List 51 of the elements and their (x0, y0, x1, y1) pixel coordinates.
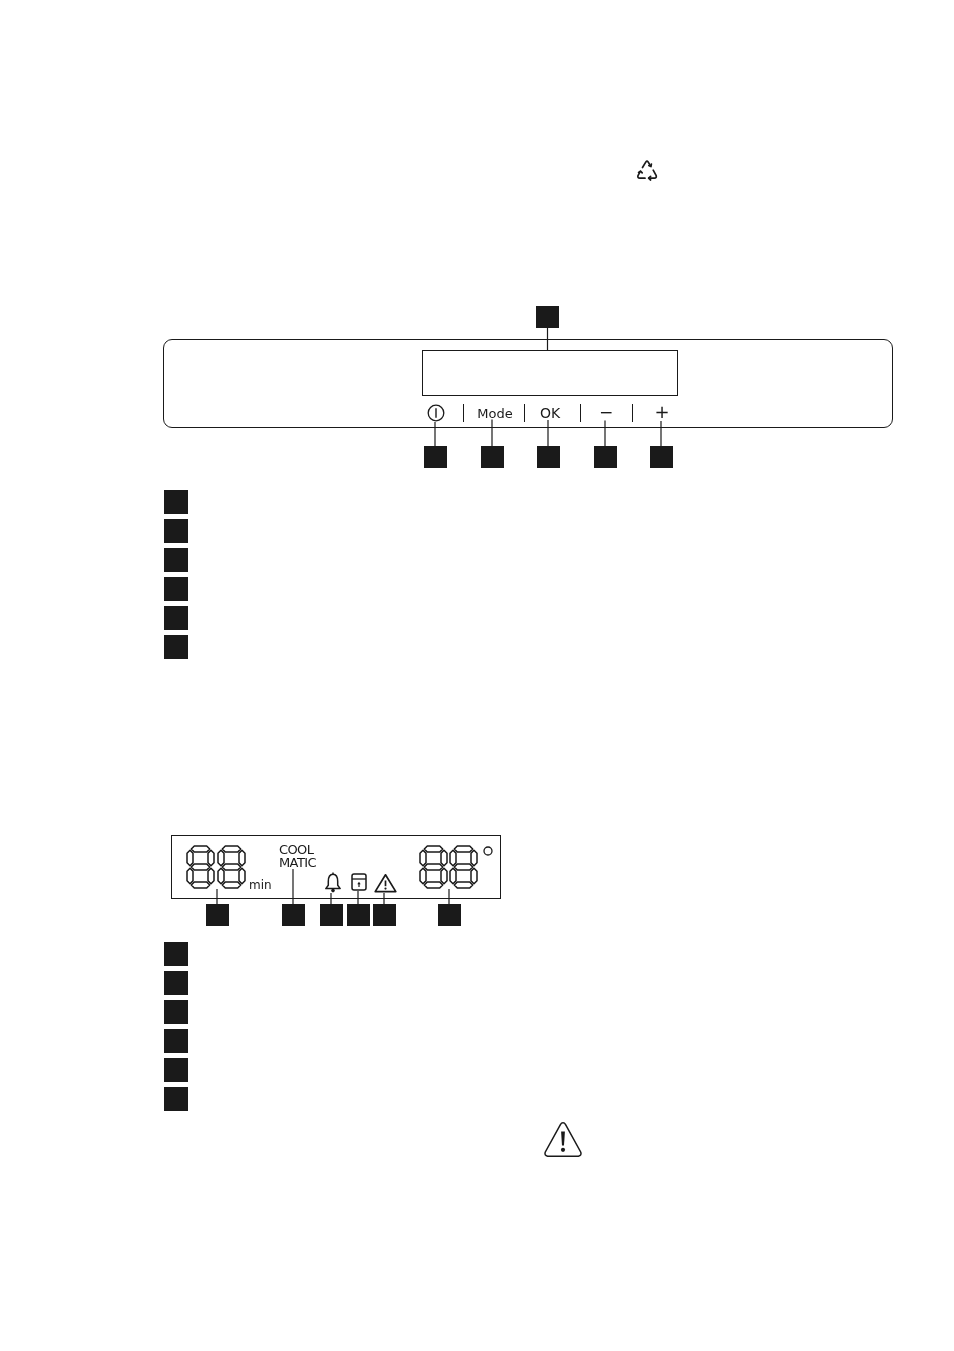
callout-marker (164, 490, 188, 514)
callout-marker (164, 635, 188, 659)
leader-line (491, 418, 493, 447)
callout-marker (164, 1058, 188, 1082)
leader-line (604, 419, 606, 447)
ok-label: OK (539, 406, 561, 420)
leader-line (383, 892, 385, 905)
callout-marker (480, 446, 504, 468)
leader-line (216, 888, 218, 905)
callout-marker (164, 942, 188, 966)
leader-line (330, 892, 332, 905)
plus-label: + (654, 403, 670, 421)
callout-marker (649, 446, 673, 468)
leader-line (434, 421, 436, 447)
leader-line (292, 868, 294, 905)
display-window (422, 350, 678, 396)
minus-label: − (598, 403, 614, 421)
leader-line (546, 327, 549, 351)
mode-label: Mode (477, 406, 513, 420)
callout-marker (281, 904, 305, 926)
callout-marker (346, 904, 370, 926)
leader-line (448, 888, 450, 905)
callout-marker (164, 1087, 188, 1111)
warning-icon (374, 873, 397, 893)
callout-marker (536, 306, 559, 328)
cabinet-icon (351, 873, 367, 891)
callout-marker (205, 904, 229, 926)
callout-marker (536, 446, 560, 468)
coolmatic-label: COOL MATIC (279, 843, 325, 869)
callout-marker (372, 904, 396, 926)
callout-marker (423, 446, 447, 468)
unit-label: min (249, 879, 272, 891)
callout-marker (437, 904, 461, 926)
callout-marker (164, 1029, 188, 1053)
callout-marker (319, 904, 343, 926)
control-panel (163, 339, 893, 428)
callout-marker (593, 446, 617, 468)
leader-line (660, 420, 662, 447)
callout-marker (164, 606, 188, 630)
segment-digits-icon (419, 845, 493, 889)
leader-line (357, 890, 359, 905)
callout-marker (164, 548, 188, 572)
callout-marker (164, 1000, 188, 1024)
callout-marker (164, 971, 188, 995)
callout-marker (164, 519, 188, 543)
bell-icon (324, 872, 342, 893)
lcd-display (171, 835, 501, 899)
leader-line (547, 419, 549, 447)
segment-digits-icon (186, 845, 246, 889)
callout-marker (164, 577, 188, 601)
power-icon (427, 404, 445, 422)
